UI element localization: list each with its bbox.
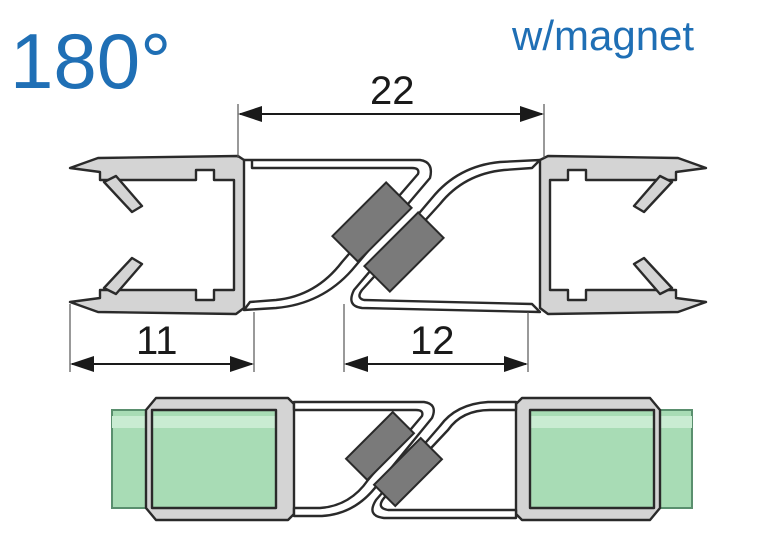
- right-upper-lip: [632, 174, 674, 214]
- right-lower-lip: [632, 256, 674, 296]
- bottom-profile: [111, 396, 693, 522]
- left-glass-highlight: [112, 416, 280, 428]
- variant-label: w/magnet: [511, 12, 694, 59]
- bottom-right-magnet: [372, 436, 444, 508]
- right-magnet: [362, 210, 446, 294]
- dimension-left-label: 11: [136, 319, 178, 363]
- angle-label: 180°: [10, 17, 171, 105]
- left-upper-lip: [102, 174, 144, 214]
- left-profile-body: [68, 154, 246, 316]
- bottom-left-fin: [292, 400, 435, 518]
- dimension-top: 22: [237, 69, 545, 158]
- dimension-right-label: 12: [410, 319, 455, 363]
- left-magnet-fin: [242, 158, 433, 312]
- right-profile-body: [538, 154, 708, 316]
- left-magnet: [330, 180, 414, 264]
- dimension-left: 11: [69, 304, 255, 372]
- right-glass-highlight: [528, 416, 692, 428]
- top-profile: [68, 154, 708, 316]
- bottom-right-fin: [371, 400, 518, 520]
- dimension-top-label: 22: [370, 69, 415, 113]
- left-lower-lip: [102, 256, 144, 296]
- bottom-left-magnet: [344, 410, 416, 482]
- right-magnet-fin: [350, 158, 542, 314]
- dimension-right: 12: [343, 304, 529, 372]
